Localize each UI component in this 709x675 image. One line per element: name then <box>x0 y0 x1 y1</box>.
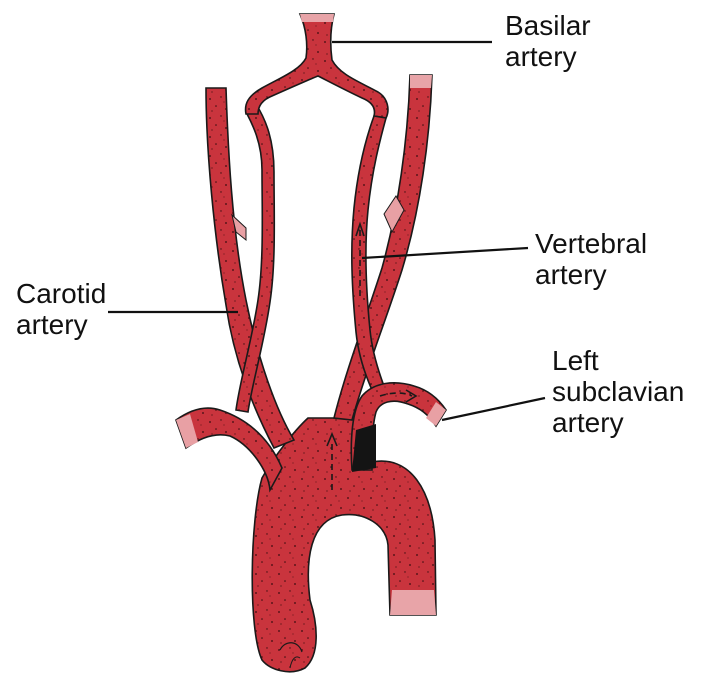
basilar-artery-label: Basilar artery <box>505 10 591 72</box>
label-line: artery <box>16 309 106 340</box>
label-line: Left <box>552 345 684 376</box>
aortic-arch <box>252 418 436 672</box>
label-line: artery <box>535 259 647 290</box>
label-line: Vertebral <box>535 228 647 259</box>
basilar-artery <box>246 14 388 118</box>
carotid-artery-label: Carotid artery <box>16 278 106 340</box>
brachiocephalic-artery <box>176 88 294 490</box>
left-subclavian-artery-label: Left subclavian artery <box>552 345 684 438</box>
label-line: artery <box>505 41 591 72</box>
vertebral-artery-label: Vertebral artery <box>535 228 647 290</box>
label-line: subclavian <box>552 376 684 407</box>
label-line: Carotid <box>16 278 106 309</box>
label-line: Basilar <box>505 10 591 41</box>
label-line: artery <box>552 407 684 438</box>
subclavian-leader <box>442 398 545 420</box>
left-subclavian-artery <box>351 383 446 472</box>
